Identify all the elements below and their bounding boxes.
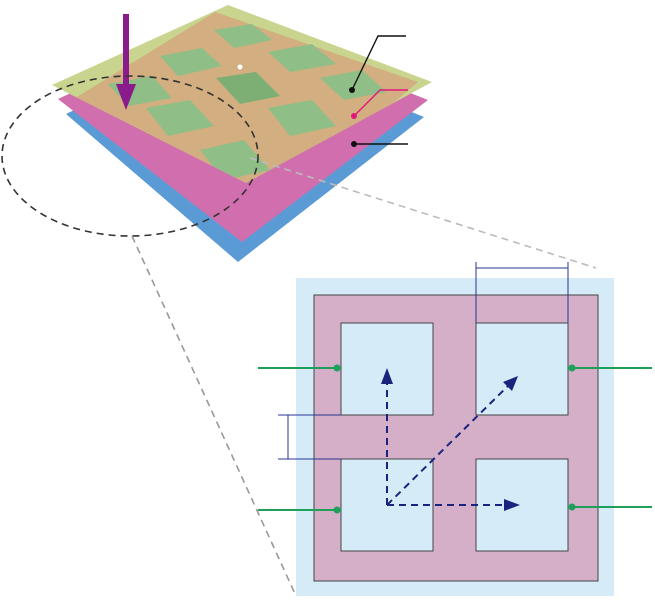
magnifier-ellipse	[1, 75, 259, 237]
dimension-left	[278, 414, 341, 460]
patch	[146, 100, 214, 136]
callout-top-dot	[349, 87, 355, 93]
patch-center	[216, 72, 280, 104]
patch	[320, 70, 386, 100]
patch	[160, 48, 222, 76]
feed-point	[237, 64, 243, 70]
callouts	[349, 35, 408, 147]
unit-cell-inset	[258, 262, 652, 596]
lead-lines	[258, 367, 652, 511]
inset-patch-top-right	[475, 322, 569, 416]
patch	[268, 44, 336, 72]
direction-arrows	[386, 382, 511, 506]
inset-patch-bottom-right	[475, 458, 569, 552]
callout-middle-line	[353, 89, 408, 117]
patch	[268, 100, 336, 136]
patch	[214, 24, 272, 48]
zoom-line-lower	[131, 235, 297, 597]
callout-top-line	[351, 35, 406, 91]
magnifier	[1, 75, 597, 597]
arrow-up-right-icon	[386, 383, 511, 506]
grid-substrate	[72, 12, 418, 183]
dimension-top	[475, 262, 569, 323]
direction-arrowheads	[381, 368, 520, 511]
callout-middle-dot	[351, 113, 357, 119]
lead-dots	[333, 364, 576, 514]
zoom-line-upper	[249, 157, 597, 269]
layer-stack	[52, 5, 432, 262]
callout-bottom-dot	[351, 141, 357, 147]
